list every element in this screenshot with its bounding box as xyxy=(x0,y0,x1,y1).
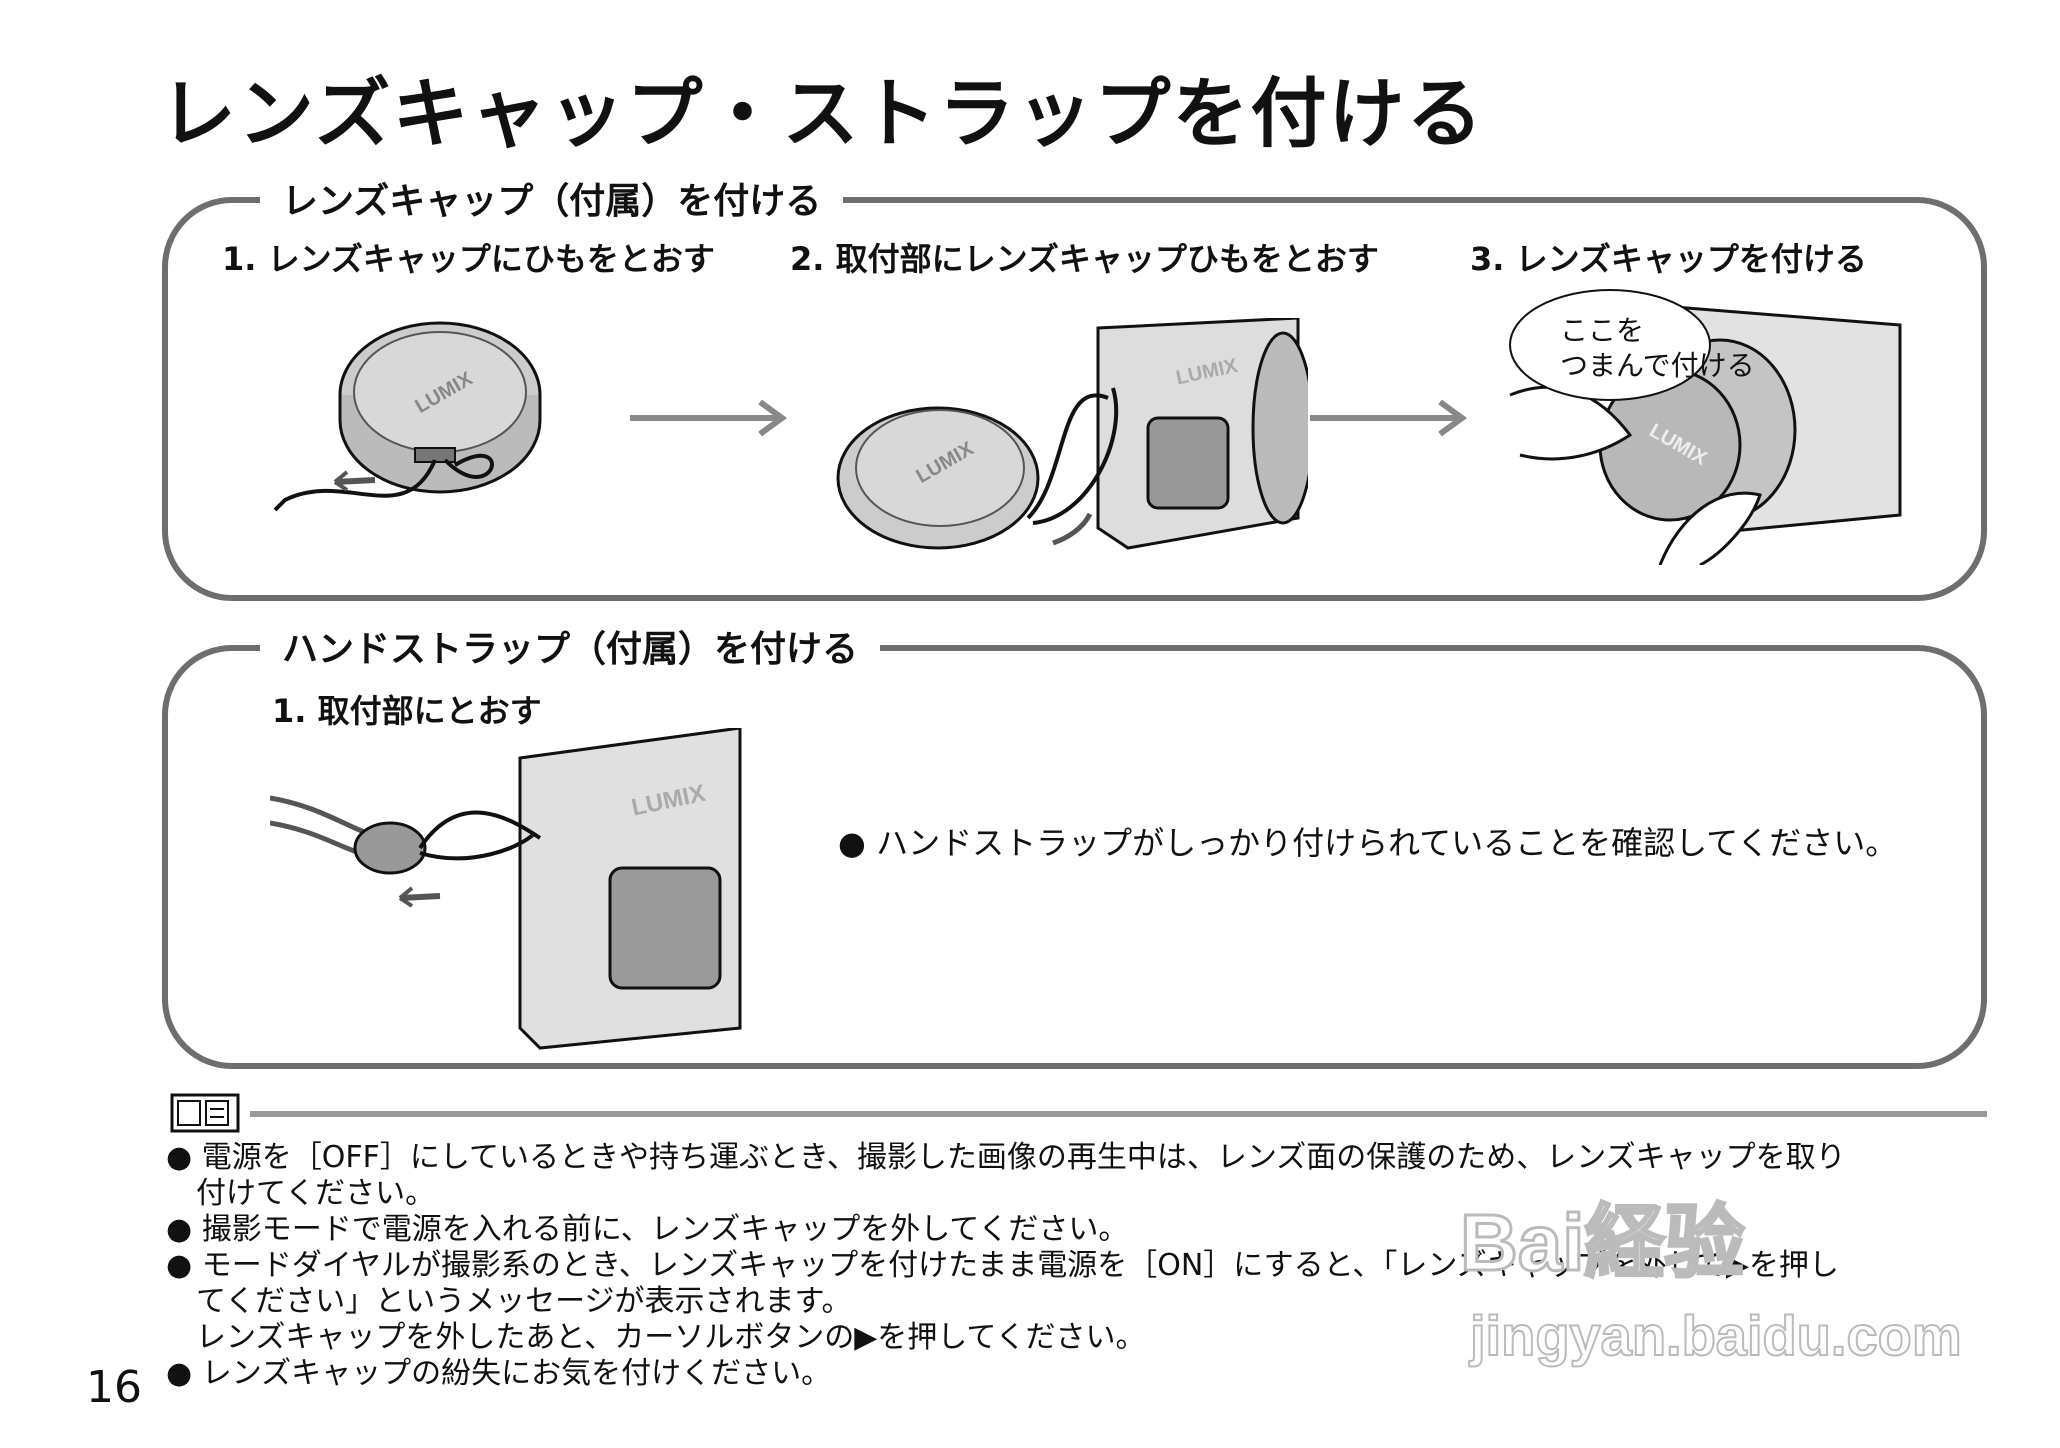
lens-cap-step-3: 3. レンズキャップを付ける xyxy=(1470,240,1867,278)
camera-cap-attach-illustration: LUMIX LUMIX xyxy=(836,318,1308,550)
callout-line-1: ここを xyxy=(1560,314,1644,347)
page-number: 16 xyxy=(86,1362,142,1413)
note-3-line-3: レンズキャップを外したあと、カーソルボタンの▶を押してください。 xyxy=(196,1320,1146,1355)
page-title: レンズキャップ・ストラップを付ける xyxy=(160,69,1485,158)
note-1-line-2: 付けてください。 xyxy=(196,1176,436,1211)
callout-line-2: つまんで付ける xyxy=(1560,349,1755,382)
notes-divider xyxy=(250,1111,1987,1117)
note-3-line-1: ● モードダイヤルが撮影系のとき、レンズキャップを付けたまま電源を［ON］にする… xyxy=(166,1248,1839,1283)
note-1-line-1: ● 電源を［OFF］にしているときや持ち運ぶとき、撮影した画像の再生中は、レンズ… xyxy=(166,1140,1846,1175)
lens-cap-step-2: 2. 取付部にレンズキャップひもをとおす xyxy=(790,240,1379,278)
hand-strap-check-note: ● ハンドストラップがしっかり付けられていることを確認してください。 xyxy=(838,824,1898,862)
hand-strap-section-title: ハンドストラップ（付属）を付ける xyxy=(260,620,881,672)
watermark-logo: Bai経验 xyxy=(1460,1198,1745,1287)
baidu-watermark: Bai経验 jingyan.baidu.com xyxy=(1459,1197,1961,1369)
note-4: ● レンズキャップの紛失にお気を付けください。 xyxy=(166,1356,832,1391)
hand-strap-illustration: LUMIX xyxy=(270,728,742,1050)
lens-cap-step-1: 1. レンズキャップにひもをとおす xyxy=(222,240,715,278)
lens-cap-section-title: レンズキャップ（付属）を付ける xyxy=(260,172,844,224)
attach-cap-illustration: LUMIX ここを つまんで付ける xyxy=(1509,289,1902,565)
hand-strap-step-1: 1. 取付部にとおす xyxy=(272,692,542,730)
memo-icon xyxy=(170,1093,240,1133)
arrow-right-icon xyxy=(630,399,788,437)
watermark-url: jingyan.baidu.com xyxy=(1469,1304,1960,1367)
note-3-line-2: てください」というメッセージが表示されます。 xyxy=(196,1284,852,1319)
note-2: ● 撮影モードで電源を入れる前に、レンズキャップを外してください。 xyxy=(166,1212,1129,1247)
arrow-right-icon xyxy=(1310,399,1468,437)
lens-cap-string-illustration: LUMIX xyxy=(273,321,542,512)
